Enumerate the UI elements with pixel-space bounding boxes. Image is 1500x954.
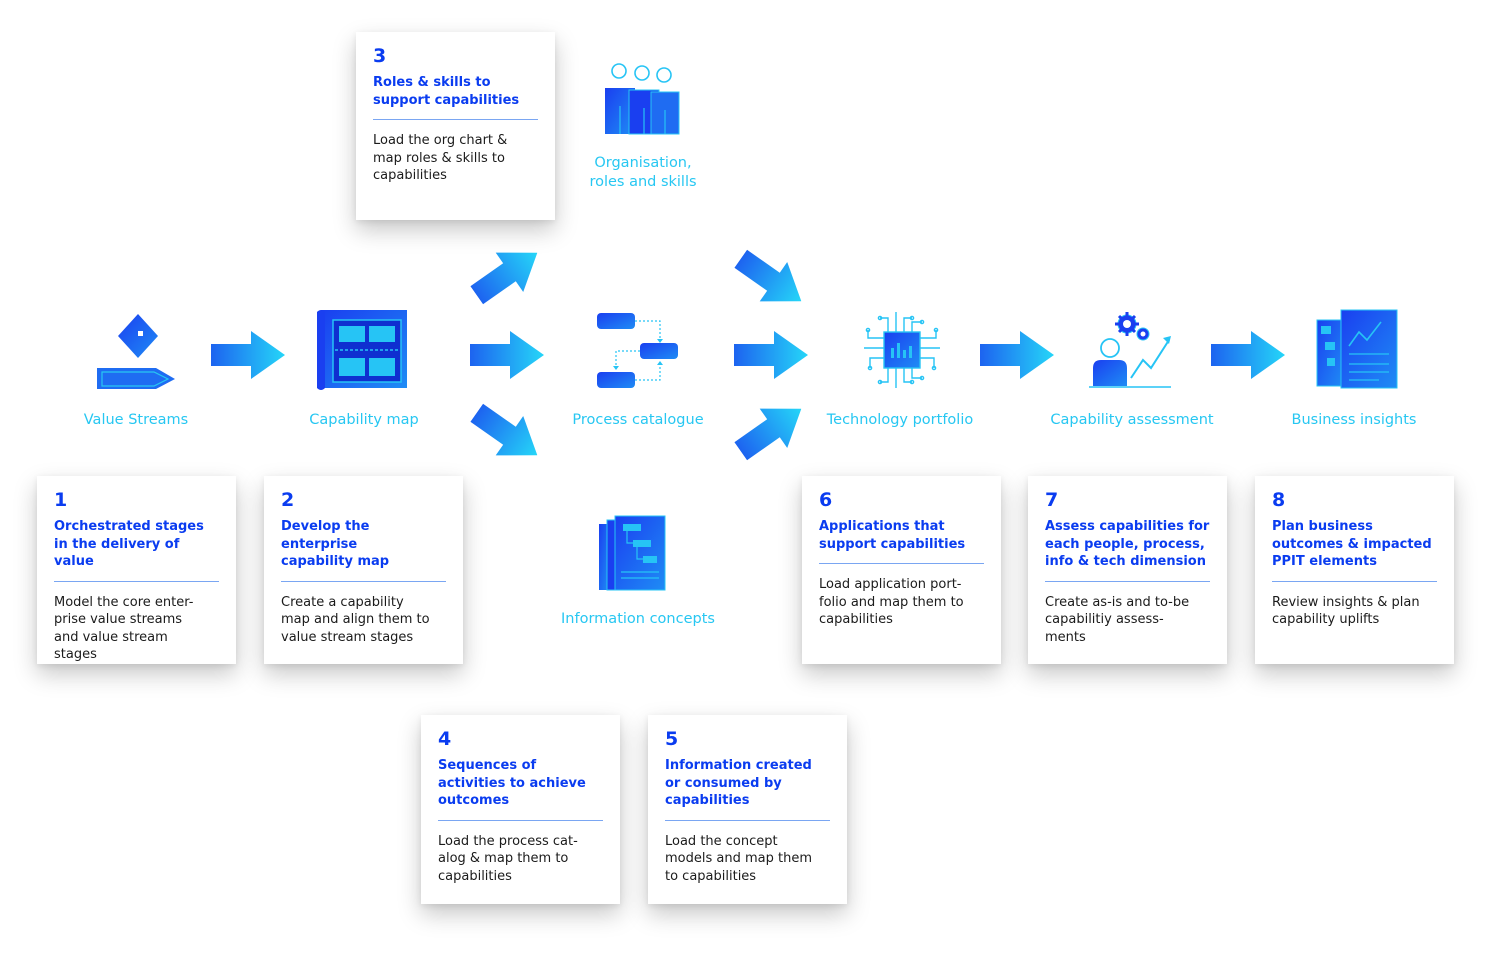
step-description: Create a capability map and align them t…: [281, 594, 430, 645]
stage-label-technology-portfolio: Technology portfolio: [826, 412, 974, 428]
step-number: 6: [819, 489, 833, 511]
people-icon: [605, 63, 680, 135]
divider: [1045, 580, 1210, 582]
step-description: Load the concept models and map them to …: [665, 833, 812, 884]
arrow-information-to-tech: [727, 389, 815, 471]
step-card-8: 8 Plan business outcomes & impacted PPIT…: [1255, 476, 1454, 664]
stage-label-process-catalogue: Process catalogue: [572, 412, 704, 428]
capability-map-icon: [317, 310, 407, 390]
divider: [373, 119, 538, 120]
stage-label-organisation: Organisation, roles and skills: [589, 155, 697, 190]
stage-label-capability-assessment: Capability assessment: [1050, 412, 1214, 428]
step-title: Assess capabilities for each people, pro…: [1045, 519, 1210, 569]
person-gears-growth-icon: [1089, 312, 1171, 388]
arrow-assessment-to-insights: [1211, 331, 1285, 379]
chip-icon: [864, 312, 940, 388]
arrow-organisation-to-tech: [727, 239, 815, 321]
step-number: 4: [438, 728, 452, 750]
step-title: Sequences of activities to achieve outco…: [438, 758, 586, 808]
divider: [819, 563, 984, 564]
step-description: Create as-is and to-be capabilitiy asses…: [1045, 594, 1190, 645]
arrow-capmap-to-information: [463, 393, 551, 475]
step-title: Information created or consumed by capab…: [665, 758, 812, 808]
divider: [665, 819, 830, 821]
step-description: Load the org chart & map roles & skills …: [373, 133, 508, 183]
arrow-capmap-to-process: [470, 331, 544, 379]
step-description: Load application port- folio and map the…: [819, 577, 964, 627]
step-card-5: 5 Information created or consumed by cap…: [648, 715, 847, 904]
value-stream-icon: [97, 314, 175, 389]
stage-label-business-insights: Business insights: [1291, 412, 1417, 428]
divider: [281, 580, 446, 582]
arrow-capmap-to-organisation: [463, 233, 551, 315]
divider: [438, 819, 603, 821]
step-description: Model the core enter- prise value stream…: [54, 594, 194, 663]
step-description: Load the process cat- alog & map them to…: [438, 833, 578, 884]
step-card-3: 3 Roles & skills to support capabilities…: [356, 32, 555, 220]
step-number: 7: [1045, 489, 1059, 511]
step-title: Develop the enterprise capability map: [281, 519, 390, 569]
step-card-6: 6 Applications that support capabilities…: [802, 476, 1001, 664]
stage-label-value-streams: Value Streams: [83, 412, 189, 428]
arrow-process-to-tech: [734, 331, 808, 379]
step-card-7: 7 Assess capabilities for each people, p…: [1028, 476, 1227, 664]
arrow-tech-to-assessment: [980, 331, 1054, 379]
process-flow-icon: [597, 313, 678, 388]
step-description: Review insights & plan capability uplift…: [1272, 594, 1420, 628]
step-number: 5: [665, 728, 679, 750]
document-stack-icon: [599, 515, 666, 591]
step-card-1: 1 Orchestrated stages in the delivery of…: [37, 476, 236, 664]
step-title: Applications that support capabilities: [819, 519, 966, 552]
step-card-2: 2 Develop the enterprise capability map …: [264, 476, 463, 664]
step-title: Plan business outcomes & impacted PPIT e…: [1272, 519, 1432, 569]
step-number: 8: [1272, 489, 1286, 511]
divider: [1272, 580, 1437, 582]
step-number: 3: [373, 45, 387, 67]
step-card-4: 4 Sequences of activities to achieve out…: [421, 715, 620, 904]
step-number: 1: [54, 489, 68, 511]
insights-report-icon: [1316, 309, 1398, 389]
stage-label-information-concepts: Information concepts: [561, 611, 715, 627]
divider: [54, 580, 219, 582]
arrow-valuestreams-to-capmap: [211, 331, 285, 379]
step-title: Orchestrated stages in the delivery of v…: [54, 519, 204, 569]
stage-label-capability-map: Capability map: [309, 412, 419, 428]
step-title: Roles & skills to support capabilities: [373, 75, 520, 108]
step-number: 2: [281, 489, 295, 511]
